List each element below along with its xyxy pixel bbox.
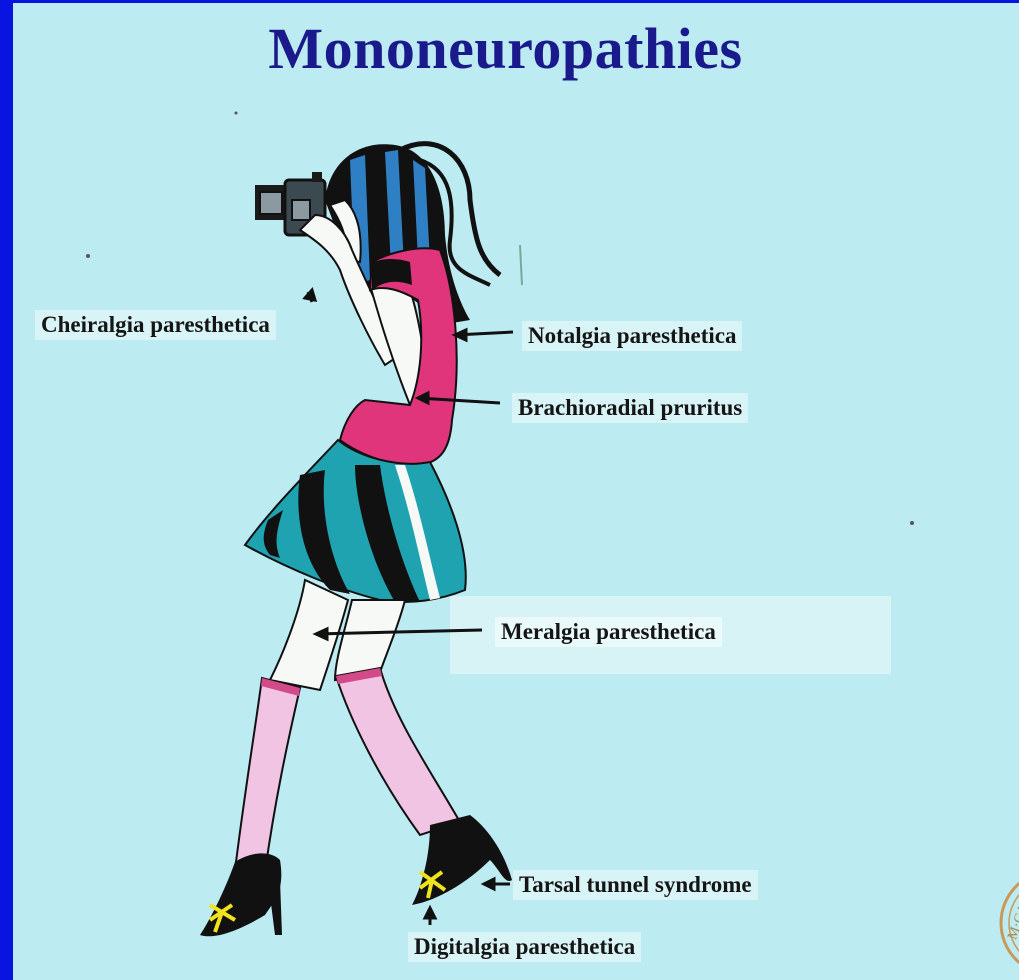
woman-figure-illustration: [13, 3, 1019, 980]
left-stocking: [235, 678, 300, 872]
label-notalgia-paresthetica: Notalgia paresthetica: [522, 321, 742, 351]
label-digitalgia-paresthetica: Digitalgia paresthetica: [408, 932, 641, 962]
left-shoe: [200, 853, 281, 936]
label-meralgia-paresthetica: Meralgia paresthetica: [495, 617, 722, 647]
right-stocking: [336, 668, 460, 835]
slide-panel: M·CA Mononeuropathies Cheiralgia paresth…: [13, 3, 1019, 980]
label-brachioradial-pruritus: Brachioradial pruritus: [512, 393, 748, 423]
label-tarsal-tunnel-syndrome: Tarsal tunnel syndrome: [513, 870, 758, 900]
page-title: Mononeuropathies: [13, 15, 998, 82]
label-cheiralgia-paresthetica: Cheiralgia paresthetica: [35, 310, 276, 340]
seal-stamp: M·CA: [993, 853, 1019, 980]
